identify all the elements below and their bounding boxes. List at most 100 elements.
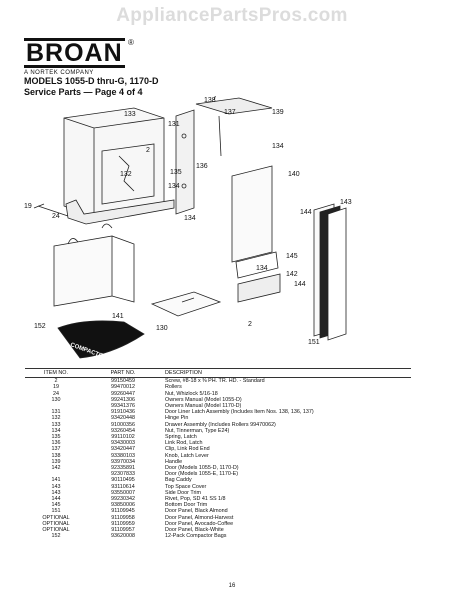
item-no-cell: 142 <box>51 465 61 472</box>
watermark: AppliancePartsPros.com <box>116 5 348 26</box>
part-no-cell: 93110614 <box>111 483 135 490</box>
description-cell: Rollers <box>165 384 182 391</box>
part-no-cell: 91109945 <box>111 508 135 515</box>
description-cell: Link Rod, Latch <box>165 440 203 447</box>
part-no-cell: 99230342 <box>111 496 135 503</box>
callout-141: 141 <box>112 313 124 320</box>
callout-2b: 2 <box>248 321 252 328</box>
callout-24: 24 <box>52 213 60 220</box>
callout-145: 145 <box>286 253 298 260</box>
callout-138: 138 <box>204 97 216 104</box>
item-no-cell: 131 <box>51 409 61 416</box>
table-header-row: ITEM NO. PART NO. DESCRIPTION <box>25 367 411 379</box>
table-row: 92307833 Door (Models 1055-E, 1170-E) <box>25 471 411 477</box>
registered-mark: ® <box>128 38 134 47</box>
page-number: 16 <box>228 583 236 589</box>
description-cell: Nut, Whizlock 5/16-18 <box>165 390 218 397</box>
callout-135: 135 <box>170 169 182 176</box>
part-no-cell: 93420448 <box>111 415 135 422</box>
table-row: 143 93110614 Top Space Cover <box>25 484 411 490</box>
part-no-cell: 93620008 <box>111 533 135 540</box>
description-cell: Rivet, Pop, SD 41 SS 1/8 <box>165 496 226 503</box>
callout-142: 142 <box>286 271 298 278</box>
drawer-assembly <box>33 107 175 225</box>
callout-19: 19 <box>24 203 32 210</box>
item-no-cell: 132 <box>51 415 61 422</box>
callout-131: 131 <box>168 121 180 128</box>
description-cell: Clip, Link Rod End <box>165 446 210 453</box>
part-no-cell: 93430003 <box>111 440 135 447</box>
description-cell: Door Panel, Black Almond <box>165 508 228 515</box>
description-cell: Door (Models 1055-E, 1170-E) <box>165 471 239 478</box>
description-cell: Bottom Door Trim <box>165 502 208 509</box>
item-no-cell: 24 <box>53 390 59 397</box>
description-cell: Drawer Assembly (Includes Rollers 994700… <box>165 421 276 428</box>
item-no-cell: 134 <box>51 427 61 434</box>
table-row: 141 90110495 Bag Caddy <box>25 477 411 483</box>
description-cell: 12-Pack Compactor Bags <box>165 533 227 540</box>
item-no-cell: 2 <box>54 378 58 385</box>
col-item-no: ITEM NO. <box>25 367 87 379</box>
part-no-cell: 99110102 <box>111 434 135 441</box>
item-no-cell: 144 <box>51 496 61 503</box>
table-row: 144 99230342 Rivet, Pop, SD 41 SS 1/8 <box>25 496 411 502</box>
item-no-cell: 135 <box>51 434 61 441</box>
part-no-cell: 92335891 <box>111 465 135 472</box>
description-cell: Owners Manual (Model 1055-D) <box>165 396 242 403</box>
description-cell: Spring, Latch <box>165 434 197 441</box>
bag-caddy <box>53 223 135 307</box>
description-cell: Owners Manual (Model 1170-D) <box>165 403 242 410</box>
part-no-cell: 93850006 <box>111 502 135 509</box>
callout-139: 139 <box>272 109 284 116</box>
callout-143: 143 <box>340 199 352 206</box>
callout-2: 2 <box>146 147 150 154</box>
item-no-cell: OPTIONAL <box>42 514 70 521</box>
part-no-cell: 99260447 <box>111 390 135 397</box>
callout-137: 137 <box>224 109 236 116</box>
item-no-cell: 145 <box>51 502 61 509</box>
door-trim-panels <box>313 203 347 341</box>
description-cell: Handle <box>165 458 183 465</box>
part-no-cell: 92307833 <box>111 471 135 478</box>
item-no-cell: 139 <box>51 458 61 465</box>
item-no-cell: 141 <box>51 477 61 484</box>
item-no-cell: 143 <box>51 483 61 490</box>
callout-134b: 134 <box>168 183 180 190</box>
heading-models: MODELS 1055-D thru-G, 1170-D <box>24 76 159 86</box>
part-no-cell: 99341376 <box>111 403 135 410</box>
part-no-cell: 93260454 <box>111 427 135 434</box>
door-liner-latch <box>175 96 273 215</box>
owners-manual <box>150 291 222 317</box>
description-cell: Door Panel, Avocado-Coffee <box>165 520 234 527</box>
callout-133: 133 <box>124 111 136 118</box>
description-cell: Door Panel, Black-White <box>165 527 224 534</box>
item-no-cell: 19 <box>53 384 59 391</box>
callout-144b: 144 <box>294 281 306 288</box>
description-cell: Side Door Trim <box>165 489 201 496</box>
part-no-cell: 93550007 <box>111 489 135 496</box>
broan-logo: BROAN ® A NORTEK COMPANY <box>24 38 134 76</box>
part-no-cell: 91109959 <box>111 520 135 527</box>
part-no-cell: 91000356 <box>111 421 135 428</box>
part-no-cell: 90110495 <box>111 477 135 484</box>
description-cell: Bag Caddy <box>165 477 192 484</box>
part-no-cell: 91109958 <box>111 514 135 521</box>
callout-134: 134 <box>272 143 284 150</box>
callout-136: 136 <box>196 163 208 170</box>
part-no-cell: 93420447 <box>111 446 135 453</box>
callout-144: 144 <box>300 209 312 216</box>
part-no-cell: 91109957 <box>111 527 135 534</box>
door-panel <box>231 165 281 303</box>
part-no-cell: 99241306 <box>111 396 135 403</box>
description-cell: Top Space Cover <box>165 483 207 490</box>
